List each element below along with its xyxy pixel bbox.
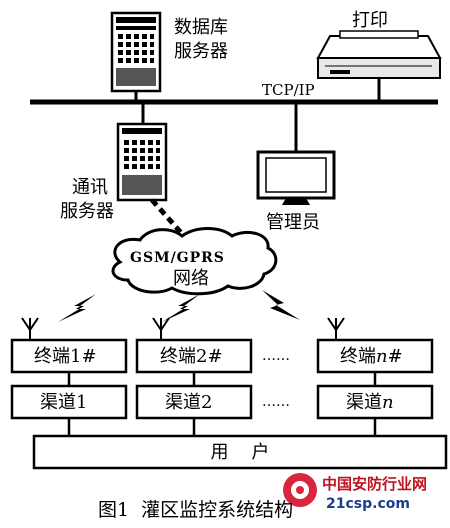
channel-box-2: 渠道2 — [135, 384, 253, 420]
antenna-icon-3 — [327, 317, 345, 340]
terminal-box-2: 终端2# — [135, 338, 253, 374]
db-server-label-line1: 数据库 — [174, 17, 228, 38]
comm-server-label-line1: 通讯 — [72, 177, 108, 198]
terminal-2-label: 终端2# — [160, 346, 223, 367]
printer-icon — [316, 30, 442, 79]
users-label: 用 户 — [211, 442, 270, 463]
antenna-icon-2 — [152, 317, 170, 340]
communication-server-icon — [116, 122, 168, 202]
terminal-n-label: 终端n# — [340, 346, 403, 367]
db-server-label-line2: 服务器 — [174, 41, 228, 62]
lightning-bolt-icon-2 — [162, 294, 200, 322]
cloud-label-bottom: 网络 — [173, 268, 209, 289]
watermark-cn-text: 中国安防行业网 — [322, 475, 427, 493]
database-server-icon — [110, 11, 162, 93]
cloud-label-top: GSM/GPRS — [130, 250, 225, 266]
channel-2-label: 渠道2 — [165, 392, 212, 413]
terminal-box-1: 终端1# — [10, 338, 128, 374]
figure-caption: 图1 灌区监控系统结构 — [98, 499, 293, 521]
lightning-bolt-icon-1 — [58, 294, 96, 322]
users-box — [32, 434, 448, 470]
network-cloud-icon — [111, 227, 278, 296]
watermark-url-text: 21csp.com — [326, 496, 410, 512]
channel-n-label: 渠道n — [346, 392, 394, 413]
channel-box-n: 渠道n — [316, 384, 434, 420]
antenna-icon-1 — [21, 317, 39, 340]
watermark-logo-icon — [283, 473, 317, 507]
terminal-box-n: 终端n# — [316, 338, 434, 374]
terminal-ellipsis: …… — [262, 348, 290, 364]
tcpip-label: TCP/IP — [262, 81, 315, 99]
channel-ellipsis: …… — [262, 394, 290, 410]
channel-box-1: 渠道1 — [10, 384, 128, 420]
admin-label: 管理员 — [266, 212, 320, 233]
lightning-bolt-icon-3 — [262, 290, 300, 320]
printer-label: 打印 — [352, 10, 388, 31]
comm-server-label-line2: 服务器 — [60, 201, 114, 222]
admin-computer-icon — [256, 150, 336, 205]
channel-1-label: 渠道1 — [40, 392, 87, 413]
terminal-1-label: 终端1# — [34, 346, 97, 367]
